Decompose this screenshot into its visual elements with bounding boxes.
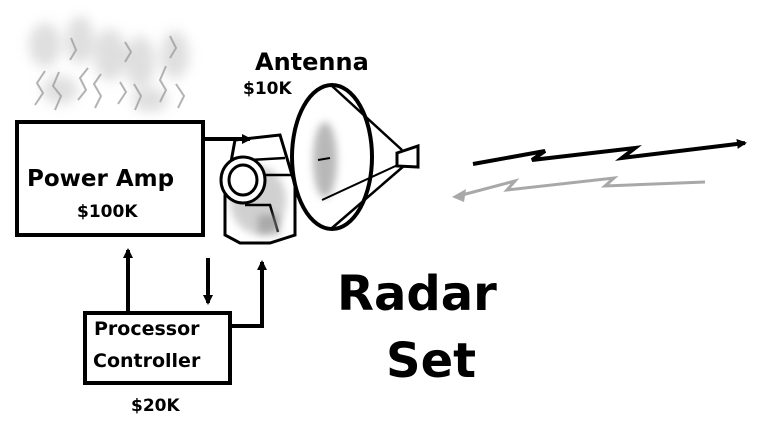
transmit-signal — [472, 139, 747, 166]
return-signal — [452, 175, 706, 202]
arrow-processor-to-antenna — [230, 260, 267, 328]
power-amp-cost: $100K — [77, 202, 138, 222]
title-set: Set — [386, 333, 477, 389]
processor-cost: $20K — [131, 396, 180, 416]
antenna-cost: $10K — [243, 79, 292, 99]
controller-label: Controller — [93, 350, 201, 372]
smoke-plume — [29, 16, 189, 112]
antenna-dish — [290, 83, 420, 231]
power-amp-box — [15, 120, 205, 237]
power-amp-label: Power Amp — [27, 166, 175, 192]
antenna-label: Antenna — [255, 48, 369, 76]
antenna-pedestal — [219, 133, 297, 245]
processor-controller-box — [83, 311, 232, 385]
processor-label: Processor — [94, 318, 200, 340]
title-radar: Radar — [337, 266, 497, 322]
